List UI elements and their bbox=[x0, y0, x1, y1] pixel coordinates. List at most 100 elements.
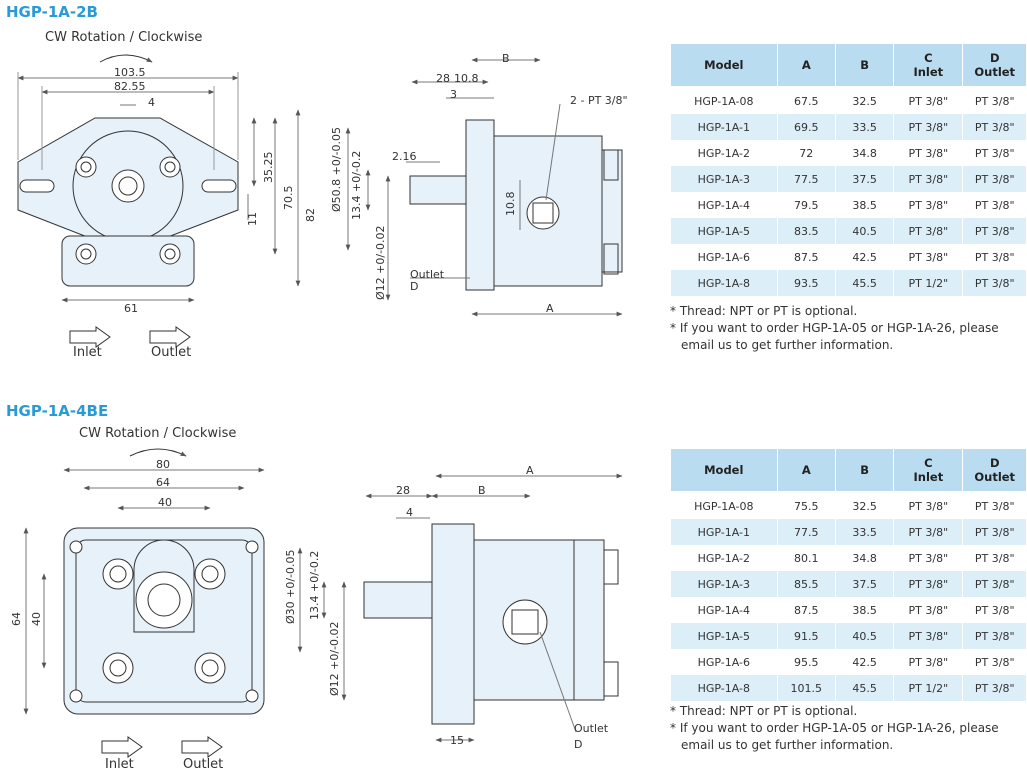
table-cell: HGP-1A-1 bbox=[671, 114, 778, 140]
table-cell: PT 3/8" bbox=[894, 545, 964, 571]
side-dim-top: B bbox=[502, 52, 510, 65]
side-dia1: Ø30 +0/-0.05 bbox=[284, 549, 297, 624]
table-cell: 79.5 bbox=[778, 192, 836, 218]
table-cell: 32.5 bbox=[836, 88, 895, 114]
inlet-arrow-icon bbox=[101, 736, 143, 758]
table-cell: PT 3/8" bbox=[963, 493, 1027, 519]
dim-h1: 64 bbox=[10, 612, 23, 626]
note-line: email us to get further information. bbox=[681, 738, 894, 752]
table-cell: PT 3/8" bbox=[963, 192, 1027, 218]
table-cell: PT 3/8" bbox=[963, 545, 1027, 571]
table-cell: PT 3/8" bbox=[894, 649, 964, 675]
table-cell: PT 3/8" bbox=[963, 140, 1027, 166]
table-cell: HGP-1A-8 bbox=[671, 270, 778, 296]
inlet-arrow-icon bbox=[69, 326, 111, 348]
table-cell: 33.5 bbox=[835, 114, 895, 140]
table-cell: 40.5 bbox=[835, 218, 895, 244]
outlet-label: Outlet bbox=[183, 757, 224, 772]
outlet-port bbox=[502, 599, 548, 645]
header-a: A bbox=[777, 449, 836, 493]
shaft-end bbox=[135, 571, 193, 629]
table-cell: PT 3/8" bbox=[963, 88, 1027, 114]
table-cell: PT 3/8" bbox=[963, 597, 1027, 623]
side-dim-d3: 4 bbox=[406, 506, 413, 519]
table-cell: PT 1/2" bbox=[894, 270, 964, 296]
table-cell: 72 bbox=[778, 140, 836, 166]
side-dia2: 13.4 +0/-0.2 bbox=[350, 151, 363, 220]
rotation-label: CW Rotation / Clockwise bbox=[79, 426, 237, 441]
table-cell: 45.5 bbox=[836, 675, 895, 701]
dim-h1: 35.25 bbox=[262, 152, 275, 184]
table-cell: HGP-1A-5 bbox=[671, 218, 778, 244]
side-outlet: Outlet bbox=[574, 722, 609, 735]
table-cell: 95.5 bbox=[778, 649, 836, 675]
table-cell: HGP-1A-5 bbox=[671, 623, 778, 649]
flange-side bbox=[465, 119, 495, 291]
side-bottom: 15 bbox=[450, 734, 464, 747]
table-cell: 34.8 bbox=[836, 140, 895, 166]
table-cell: 77.5 bbox=[777, 166, 836, 192]
table-cell: HGP-1A-4 bbox=[671, 192, 778, 218]
outlet-arrow-icon bbox=[181, 736, 223, 758]
table-cell: HGP-1A-6 bbox=[671, 649, 778, 675]
table-cell: PT 3/8" bbox=[963, 519, 1027, 545]
table-cell: HGP-1A-1 bbox=[671, 519, 778, 545]
dim-w1: 103.5 bbox=[114, 66, 146, 79]
table-cell: 37.5 bbox=[836, 571, 895, 597]
table-cell: PT 3/8" bbox=[894, 140, 964, 166]
table-cell: HGP-1A-4 bbox=[671, 597, 778, 623]
table-cell: 33.5 bbox=[836, 519, 895, 545]
table-cell: HGP-1A-2 bbox=[671, 140, 778, 166]
inlet-label: Inlet bbox=[73, 345, 102, 360]
shaft-side bbox=[409, 175, 467, 205]
table-cell: 87.5 bbox=[778, 244, 836, 270]
shaft-end bbox=[111, 169, 145, 203]
table-cell: PT 3/8" bbox=[963, 675, 1027, 701]
dim-h4: 11 bbox=[246, 212, 259, 226]
dim-w2: 82.55 bbox=[114, 80, 146, 93]
side-dia1: Ø50.8 +0/-0.05 bbox=[330, 127, 343, 212]
outlet-label: Outlet bbox=[151, 345, 192, 360]
table-cell: 67.5 bbox=[778, 88, 836, 114]
table-cell: PT 3/8" bbox=[963, 166, 1027, 192]
rotation-label: CW Rotation / Clockwise bbox=[45, 30, 203, 45]
table-cell: 45.5 bbox=[835, 270, 895, 296]
dim-w2: 64 bbox=[156, 476, 170, 489]
side-dim-d3: 3 bbox=[450, 88, 457, 101]
header-model: Model bbox=[671, 449, 778, 493]
dim-h2: 70.5 bbox=[282, 186, 295, 211]
table-cell: 80.1 bbox=[778, 545, 836, 571]
section-title: HGP-1A-2B bbox=[6, 3, 98, 21]
table-cell: PT 3/8" bbox=[894, 192, 964, 218]
table-cell: HGP-1A-8 bbox=[671, 675, 778, 701]
side-outlet-d: D bbox=[410, 280, 418, 293]
table-cell: 38.5 bbox=[836, 192, 895, 218]
table-cell: PT 3/8" bbox=[894, 623, 964, 649]
table-cell: 38.5 bbox=[836, 597, 895, 623]
note-line: * If you want to order HGP-1A-05 or HGP-… bbox=[670, 721, 999, 735]
table-cell: 75.5 bbox=[778, 493, 836, 519]
table-cell: HGP-1A-6 bbox=[671, 244, 778, 270]
table-cell: PT 3/8" bbox=[894, 166, 964, 192]
table-cell: 101.5 bbox=[777, 675, 836, 701]
table-cell: PT 3/8" bbox=[963, 649, 1027, 675]
dim-h2: 40 bbox=[30, 612, 43, 626]
table-cell: HGP-1A-08 bbox=[671, 88, 778, 114]
table-cell: HGP-1A-3 bbox=[671, 166, 778, 192]
header-a: A bbox=[777, 44, 836, 88]
side-dim-d2: 10.8 bbox=[454, 72, 479, 85]
table-cell: 91.5 bbox=[777, 623, 836, 649]
side-dim-d2: B bbox=[478, 484, 486, 497]
